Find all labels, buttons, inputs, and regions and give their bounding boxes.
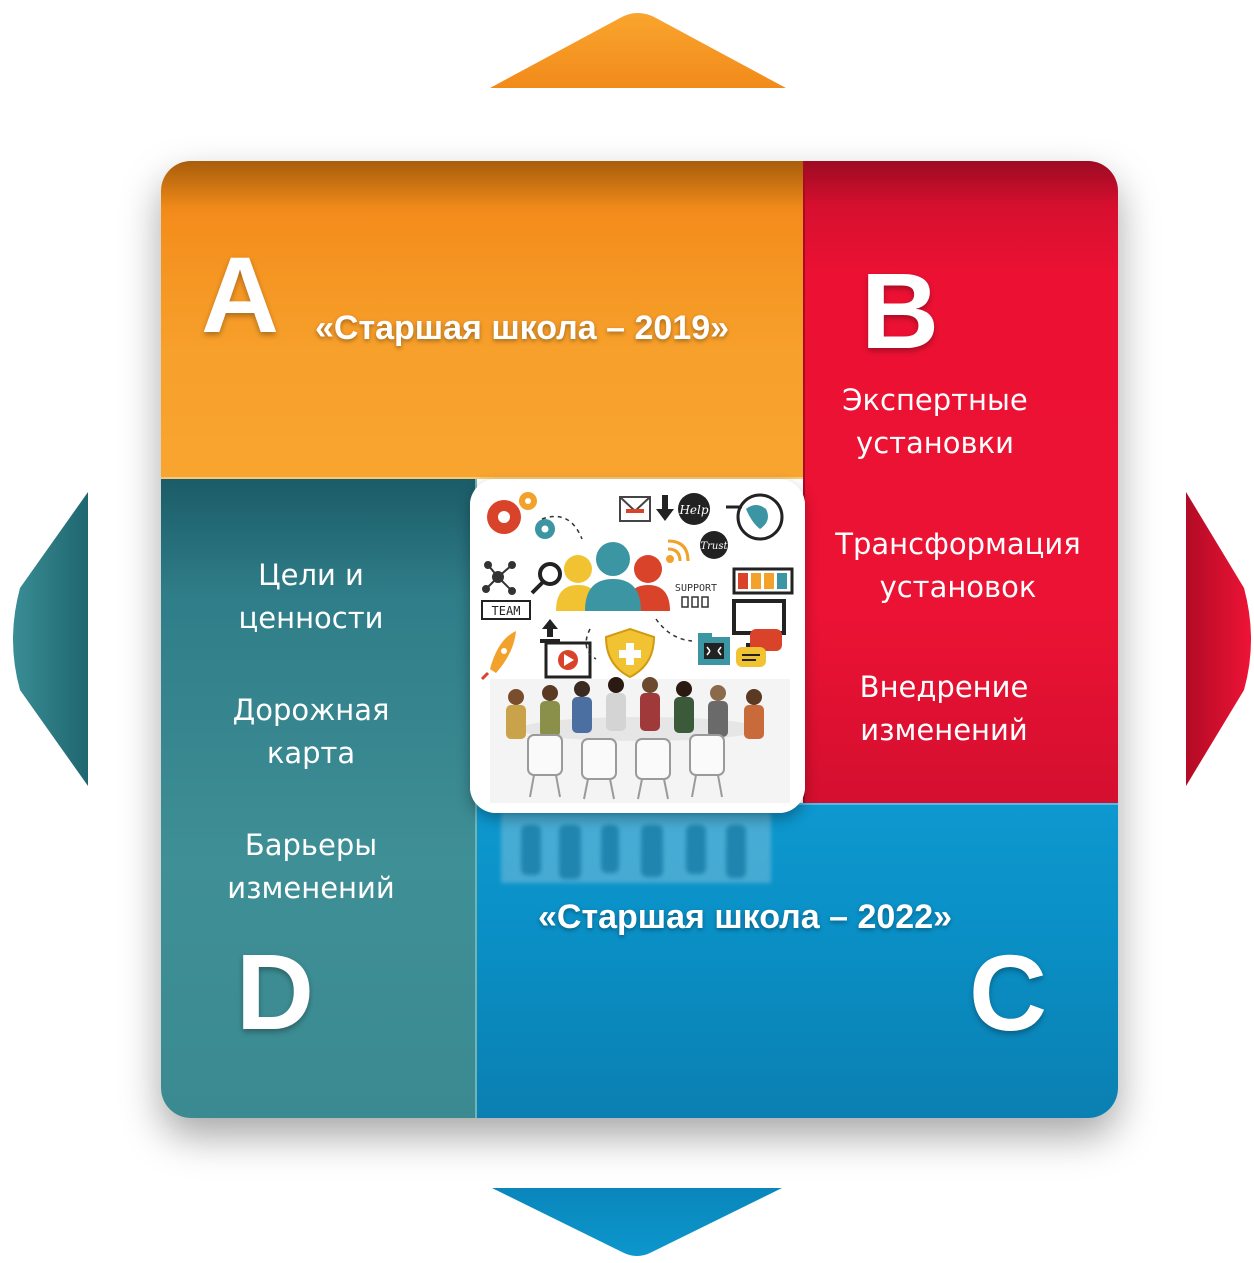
flow-lines xyxy=(541,515,693,660)
quadrant-a: A «Старшая школа – 2019» xyxy=(161,161,803,479)
battery-icon xyxy=(732,567,794,595)
meeting-photo xyxy=(490,677,790,803)
quadrant-b-item-2: Трансформация установок xyxy=(835,527,1081,604)
quadrant-a-letter: A xyxy=(201,234,279,355)
quadrant-c-title: «Старшая школа – 2022» xyxy=(538,898,953,936)
people-mini-icon xyxy=(681,596,709,608)
help-bubble-icon: Help xyxy=(678,493,710,525)
envelope-icon xyxy=(619,496,651,522)
arrow-right-icon xyxy=(1186,492,1251,786)
quadrant-c-letter: C xyxy=(969,932,1047,1053)
rocket-icon xyxy=(480,631,516,681)
svg-text:TEAM: TEAM xyxy=(492,604,521,618)
chat-icon xyxy=(736,629,782,667)
chair-icon xyxy=(527,734,725,780)
arrow-up-icon xyxy=(490,13,786,88)
code-folder-icon xyxy=(698,633,730,665)
trust-bubble-icon: Trust xyxy=(700,531,728,559)
quadrant-c: «Старшая школа – 2022» C xyxy=(477,803,1118,1118)
quadrant-b-item-1: Экспертные установки xyxy=(842,383,1028,460)
svg-text:Help: Help xyxy=(678,503,708,517)
quadrant-board: A «Старшая школа – 2019» B Экспертные ус… xyxy=(161,161,1118,1118)
quadrant-b-item-3: Внедрение изменений xyxy=(859,670,1029,747)
quadrant-b-letter: B xyxy=(861,250,939,371)
svg-text:Trust: Trust xyxy=(700,541,728,552)
team-meeting-image: TEAM xyxy=(470,479,805,813)
quadrant-d: Цели и ценности Дорожная карта Барьеры и… xyxy=(161,479,477,1118)
network-icon xyxy=(482,561,516,595)
chair-legs xyxy=(529,774,723,800)
globe-icon xyxy=(726,493,784,541)
search-icon xyxy=(530,562,562,595)
signal-icon xyxy=(666,539,690,563)
upload-icon xyxy=(540,619,560,643)
quadrant-d-letter: D xyxy=(236,931,314,1052)
image-reflection xyxy=(481,813,791,883)
quadrant-b: B Экспертные установки Трансформация уст… xyxy=(803,161,1118,803)
people-group-icon xyxy=(556,542,670,611)
arrow-left-icon xyxy=(13,492,88,786)
quadrant-a-title: «Старшая школа – 2019» xyxy=(315,309,730,347)
support-label: SUPPORT xyxy=(675,583,717,594)
quadrant-d-item-1: Цели и ценности xyxy=(238,558,384,635)
quadrant-d-item-3: Барьеры изменений xyxy=(227,828,395,905)
quadrant-d-item-2: Дорожная карта xyxy=(232,693,390,770)
download-arrow-icon xyxy=(656,495,674,521)
meeting-person-icon xyxy=(506,677,764,739)
shield-icon xyxy=(604,627,656,679)
arrow-down-icon xyxy=(492,1188,782,1256)
gear-icon xyxy=(487,492,555,539)
video-player-icon xyxy=(544,641,592,679)
team-tag-icon: TEAM xyxy=(481,600,531,620)
